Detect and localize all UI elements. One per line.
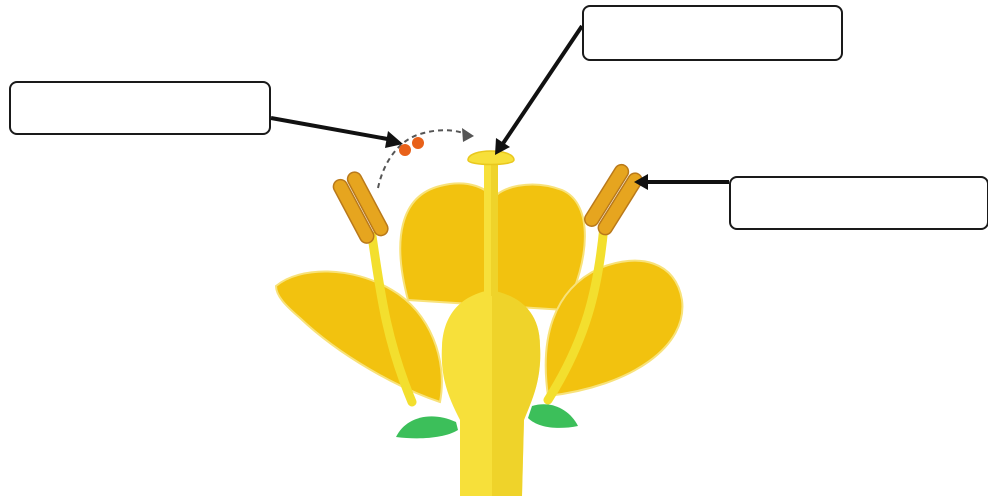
left-filament (367, 231, 417, 407)
pollen-path-arrowhead (462, 128, 474, 142)
leader-arrowhead-anther (634, 174, 648, 190)
right-anther (584, 163, 643, 236)
leader-arrowhead-pollen (385, 131, 403, 148)
label-box-pollen[interactable] (9, 81, 271, 135)
right-petal (544, 259, 684, 398)
label-box-anther[interactable] (729, 176, 988, 230)
right-sepal (528, 404, 578, 428)
left-sepal (396, 416, 458, 439)
label-box-stigma[interactable] (582, 5, 843, 61)
pollen-grain (412, 137, 424, 149)
pollen-grain (399, 144, 411, 156)
style-shade (491, 160, 498, 296)
leader-line-pollen (270, 116, 394, 142)
stigma (467, 150, 515, 166)
leader-arrowhead-stigma (495, 138, 510, 155)
ovary-shade (492, 290, 541, 496)
right-filament (543, 221, 609, 405)
leader-line-stigma (500, 24, 584, 147)
pollen-path (377, 129, 467, 189)
left-anther (332, 171, 389, 244)
